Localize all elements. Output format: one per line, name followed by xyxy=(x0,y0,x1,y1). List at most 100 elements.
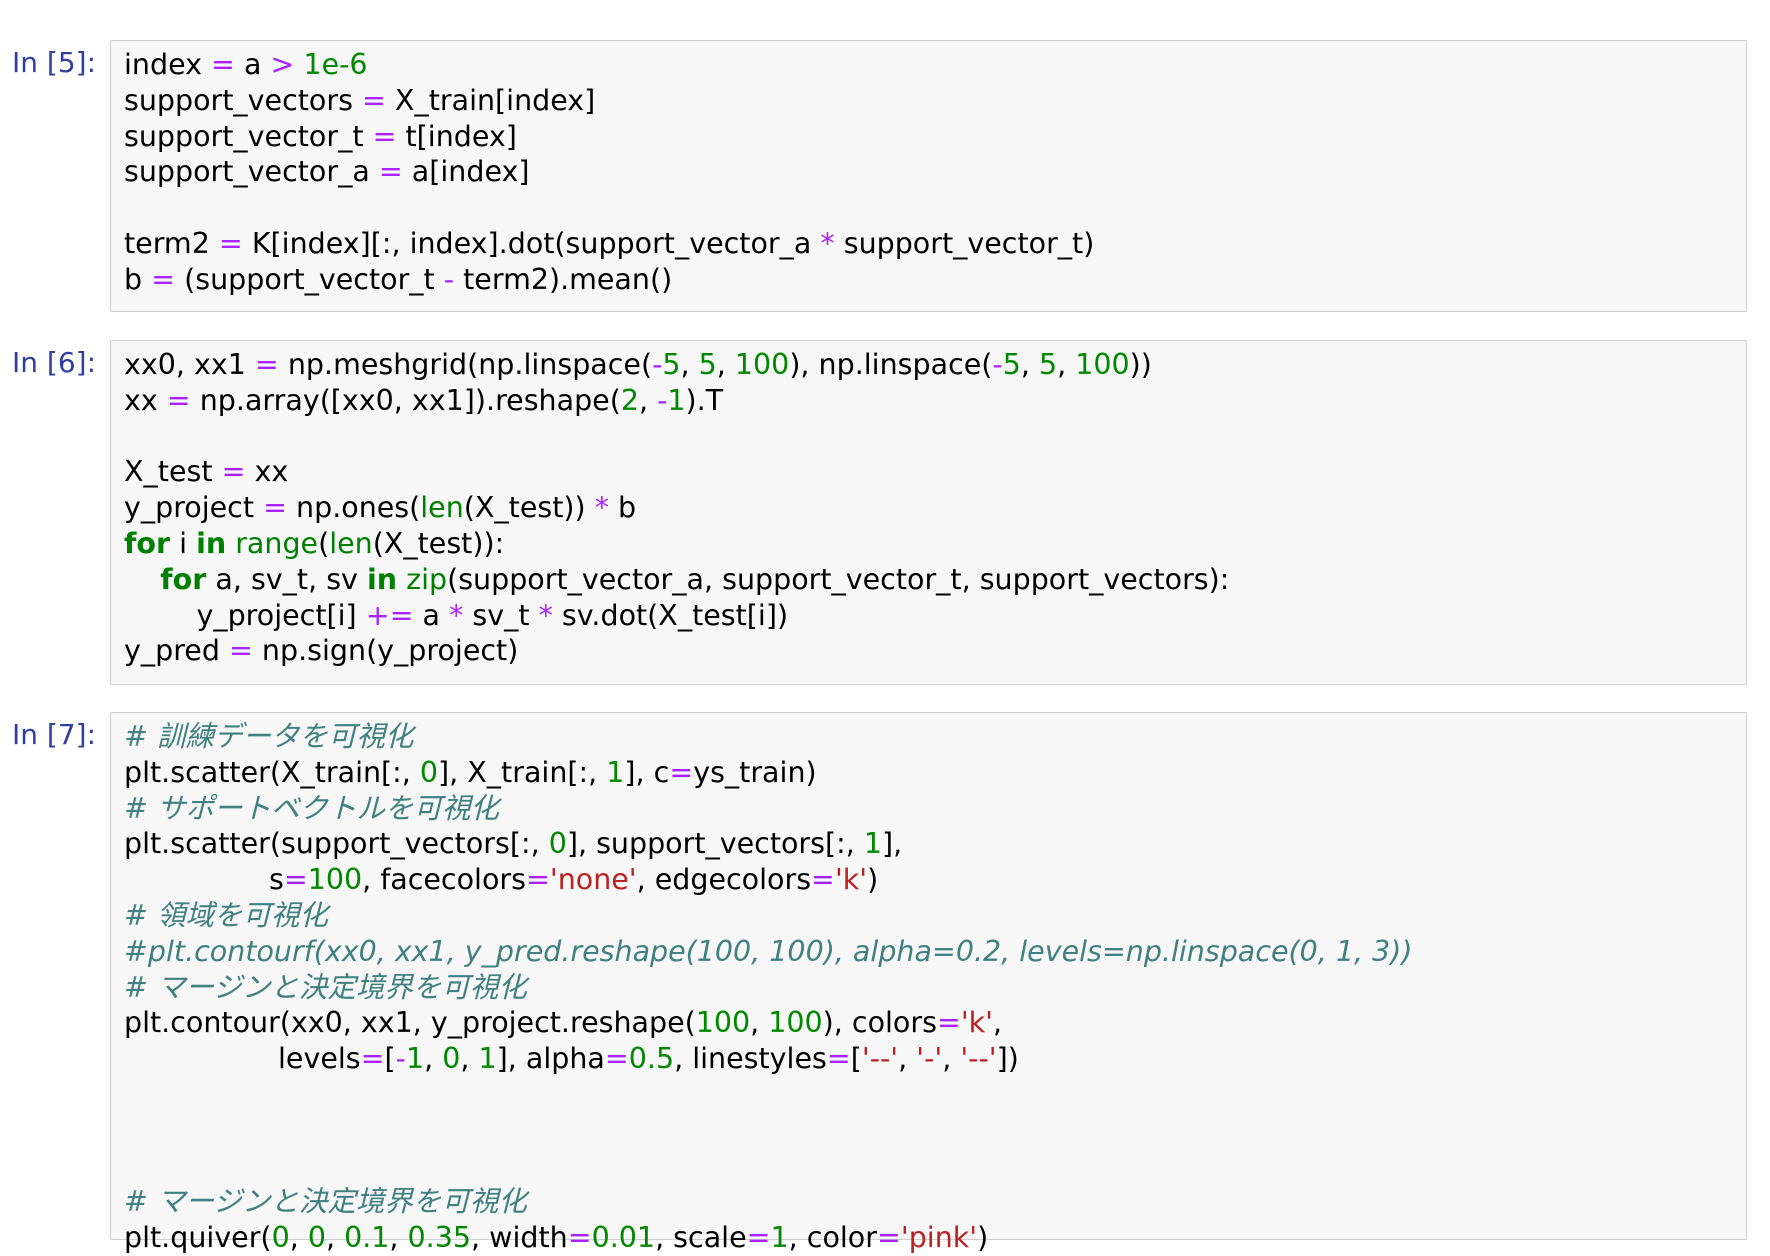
input-prompt: In [5]: xyxy=(12,46,96,79)
code-token: , xyxy=(424,1042,443,1076)
code-token: support_vectors xyxy=(124,83,362,117)
code-token xyxy=(226,527,235,560)
code-line xyxy=(124,1149,1412,1185)
code-line: y_pred = np.sign(y_project) xyxy=(124,633,1229,669)
code-token: (support_vector_a, support_vector_t, sup… xyxy=(447,562,1230,596)
code-line xyxy=(124,190,1094,226)
code-token: = xyxy=(567,1221,592,1255)
code-token: , width xyxy=(471,1221,568,1255)
code-token: # サポートベクトルを可視化 xyxy=(124,791,499,825)
code-token: ], alpha xyxy=(496,1042,605,1076)
code-token: > xyxy=(270,48,295,81)
code-token: K[index][:, index].dot(support_vector_a xyxy=(242,226,821,260)
code-token: term2).mean() xyxy=(454,262,673,296)
code-token: support_vector_a xyxy=(124,155,379,189)
code-token: 100 xyxy=(768,1006,823,1040)
code-token: - xyxy=(992,348,1003,381)
code-token: 0.1 xyxy=(344,1221,390,1255)
code-token: # 訓練データを可視化 xyxy=(124,720,414,753)
code-token: = xyxy=(876,1221,901,1255)
code-token: a xyxy=(234,48,271,81)
code-token: len xyxy=(329,526,373,560)
code-line: support_vector_t = t[index] xyxy=(124,119,1094,155)
code-token: '--' xyxy=(960,1042,997,1076)
code-token: (support_vector_t xyxy=(175,262,444,296)
code-token: zip xyxy=(406,562,448,596)
code-token: * xyxy=(538,598,553,632)
code-token: = xyxy=(221,455,246,489)
code-token: support_vector_t xyxy=(124,119,373,153)
code-token: ( xyxy=(318,526,330,560)
input-prompt: In [7]: xyxy=(12,718,96,751)
code-token: * xyxy=(594,491,609,525)
code-token: (X_test)) xyxy=(463,491,595,525)
code-token: , xyxy=(638,383,658,417)
code-token: sv.dot(X_test[i]) xyxy=(552,598,789,632)
code-token: 1 xyxy=(478,1042,497,1076)
code-token: index xyxy=(124,48,212,81)
code-token: = xyxy=(360,1042,385,1076)
code-token: plt.scatter(support_vectors[:, xyxy=(124,827,549,861)
code-token: = xyxy=(811,863,835,897)
code-token: = xyxy=(166,383,191,417)
code-line: # マージンと決定境界を可視化 xyxy=(124,1184,1412,1220)
code-editor[interactable]: xx0, xx1 = np.meshgrid(np.linspace(-5, 5… xyxy=(110,340,1747,685)
code-line xyxy=(124,419,1229,455)
code-token: , color xyxy=(788,1221,877,1255)
code-line: b = (support_vector_t - term2).mean() xyxy=(124,262,1094,298)
code-token: )) xyxy=(1129,348,1152,381)
code-token: # マージンと決定境界を可視化 xyxy=(124,970,527,1004)
code-token xyxy=(124,563,160,596)
code-line: y_project[i] += a * sv_t * sv.dot(X_test… xyxy=(124,598,1229,634)
code-token: 1 xyxy=(770,1221,789,1255)
code-line: # 訓練データを可視化 xyxy=(124,719,1412,755)
code-token: = xyxy=(211,48,235,81)
code-line: y_project = np.ones(len(X_test)) * b xyxy=(124,490,1229,526)
code-token: #plt.contourf(xx0, xx1, y_pred.reshape(1… xyxy=(124,934,1413,968)
code-token: np.array([xx0, xx1]).reshape( xyxy=(190,383,621,417)
code-token: 0 xyxy=(442,1042,461,1076)
code-token: * xyxy=(820,226,835,260)
code-token: += xyxy=(365,598,414,632)
code-token: , xyxy=(1057,348,1076,381)
code-token: y_project[i] xyxy=(124,598,366,632)
code-token: term2 xyxy=(124,226,219,260)
code-token: = xyxy=(378,155,403,189)
code-token: '-' xyxy=(916,1042,943,1076)
code-token: sv_t xyxy=(463,598,539,632)
code-token: support_vector_t) xyxy=(834,226,1095,260)
code-token: ], X_train[:, xyxy=(438,755,607,789)
code-token: , xyxy=(993,1006,1003,1040)
code-cell[interactable]: In [6]:xx0, xx1 = np.meshgrid(np.linspac… xyxy=(0,340,1770,685)
code-token: = xyxy=(218,226,243,260)
code-token: in xyxy=(366,562,398,596)
code-text[interactable]: xx0, xx1 = np.meshgrid(np.linspace(-5, 5… xyxy=(124,347,1229,669)
code-token: i xyxy=(170,526,197,560)
code-token: ), np.linspace( xyxy=(789,348,993,381)
code-token: , xyxy=(325,1221,345,1255)
code-token xyxy=(397,563,406,596)
code-token: , xyxy=(898,1042,917,1076)
code-token: 100 xyxy=(307,863,363,897)
code-token: ) xyxy=(977,1221,989,1255)
code-token: , xyxy=(716,348,735,381)
code-token: , edgecolors xyxy=(636,863,812,897)
code-token: 2 xyxy=(620,383,639,417)
code-token: 5 xyxy=(662,348,681,381)
code-token: = xyxy=(361,83,386,117)
code-token: plt.scatter(X_train[:, xyxy=(124,755,420,789)
code-token: xx xyxy=(124,383,167,417)
code-token: (X_test)): xyxy=(372,526,505,560)
code-token: , xyxy=(680,348,699,381)
code-line: s=100, facecolors='none', edgecolors='k'… xyxy=(124,862,1412,898)
code-token: = xyxy=(826,1042,851,1076)
code-token: = xyxy=(746,1221,771,1255)
code-token: , xyxy=(1020,348,1039,381)
code-token: b xyxy=(608,491,637,525)
